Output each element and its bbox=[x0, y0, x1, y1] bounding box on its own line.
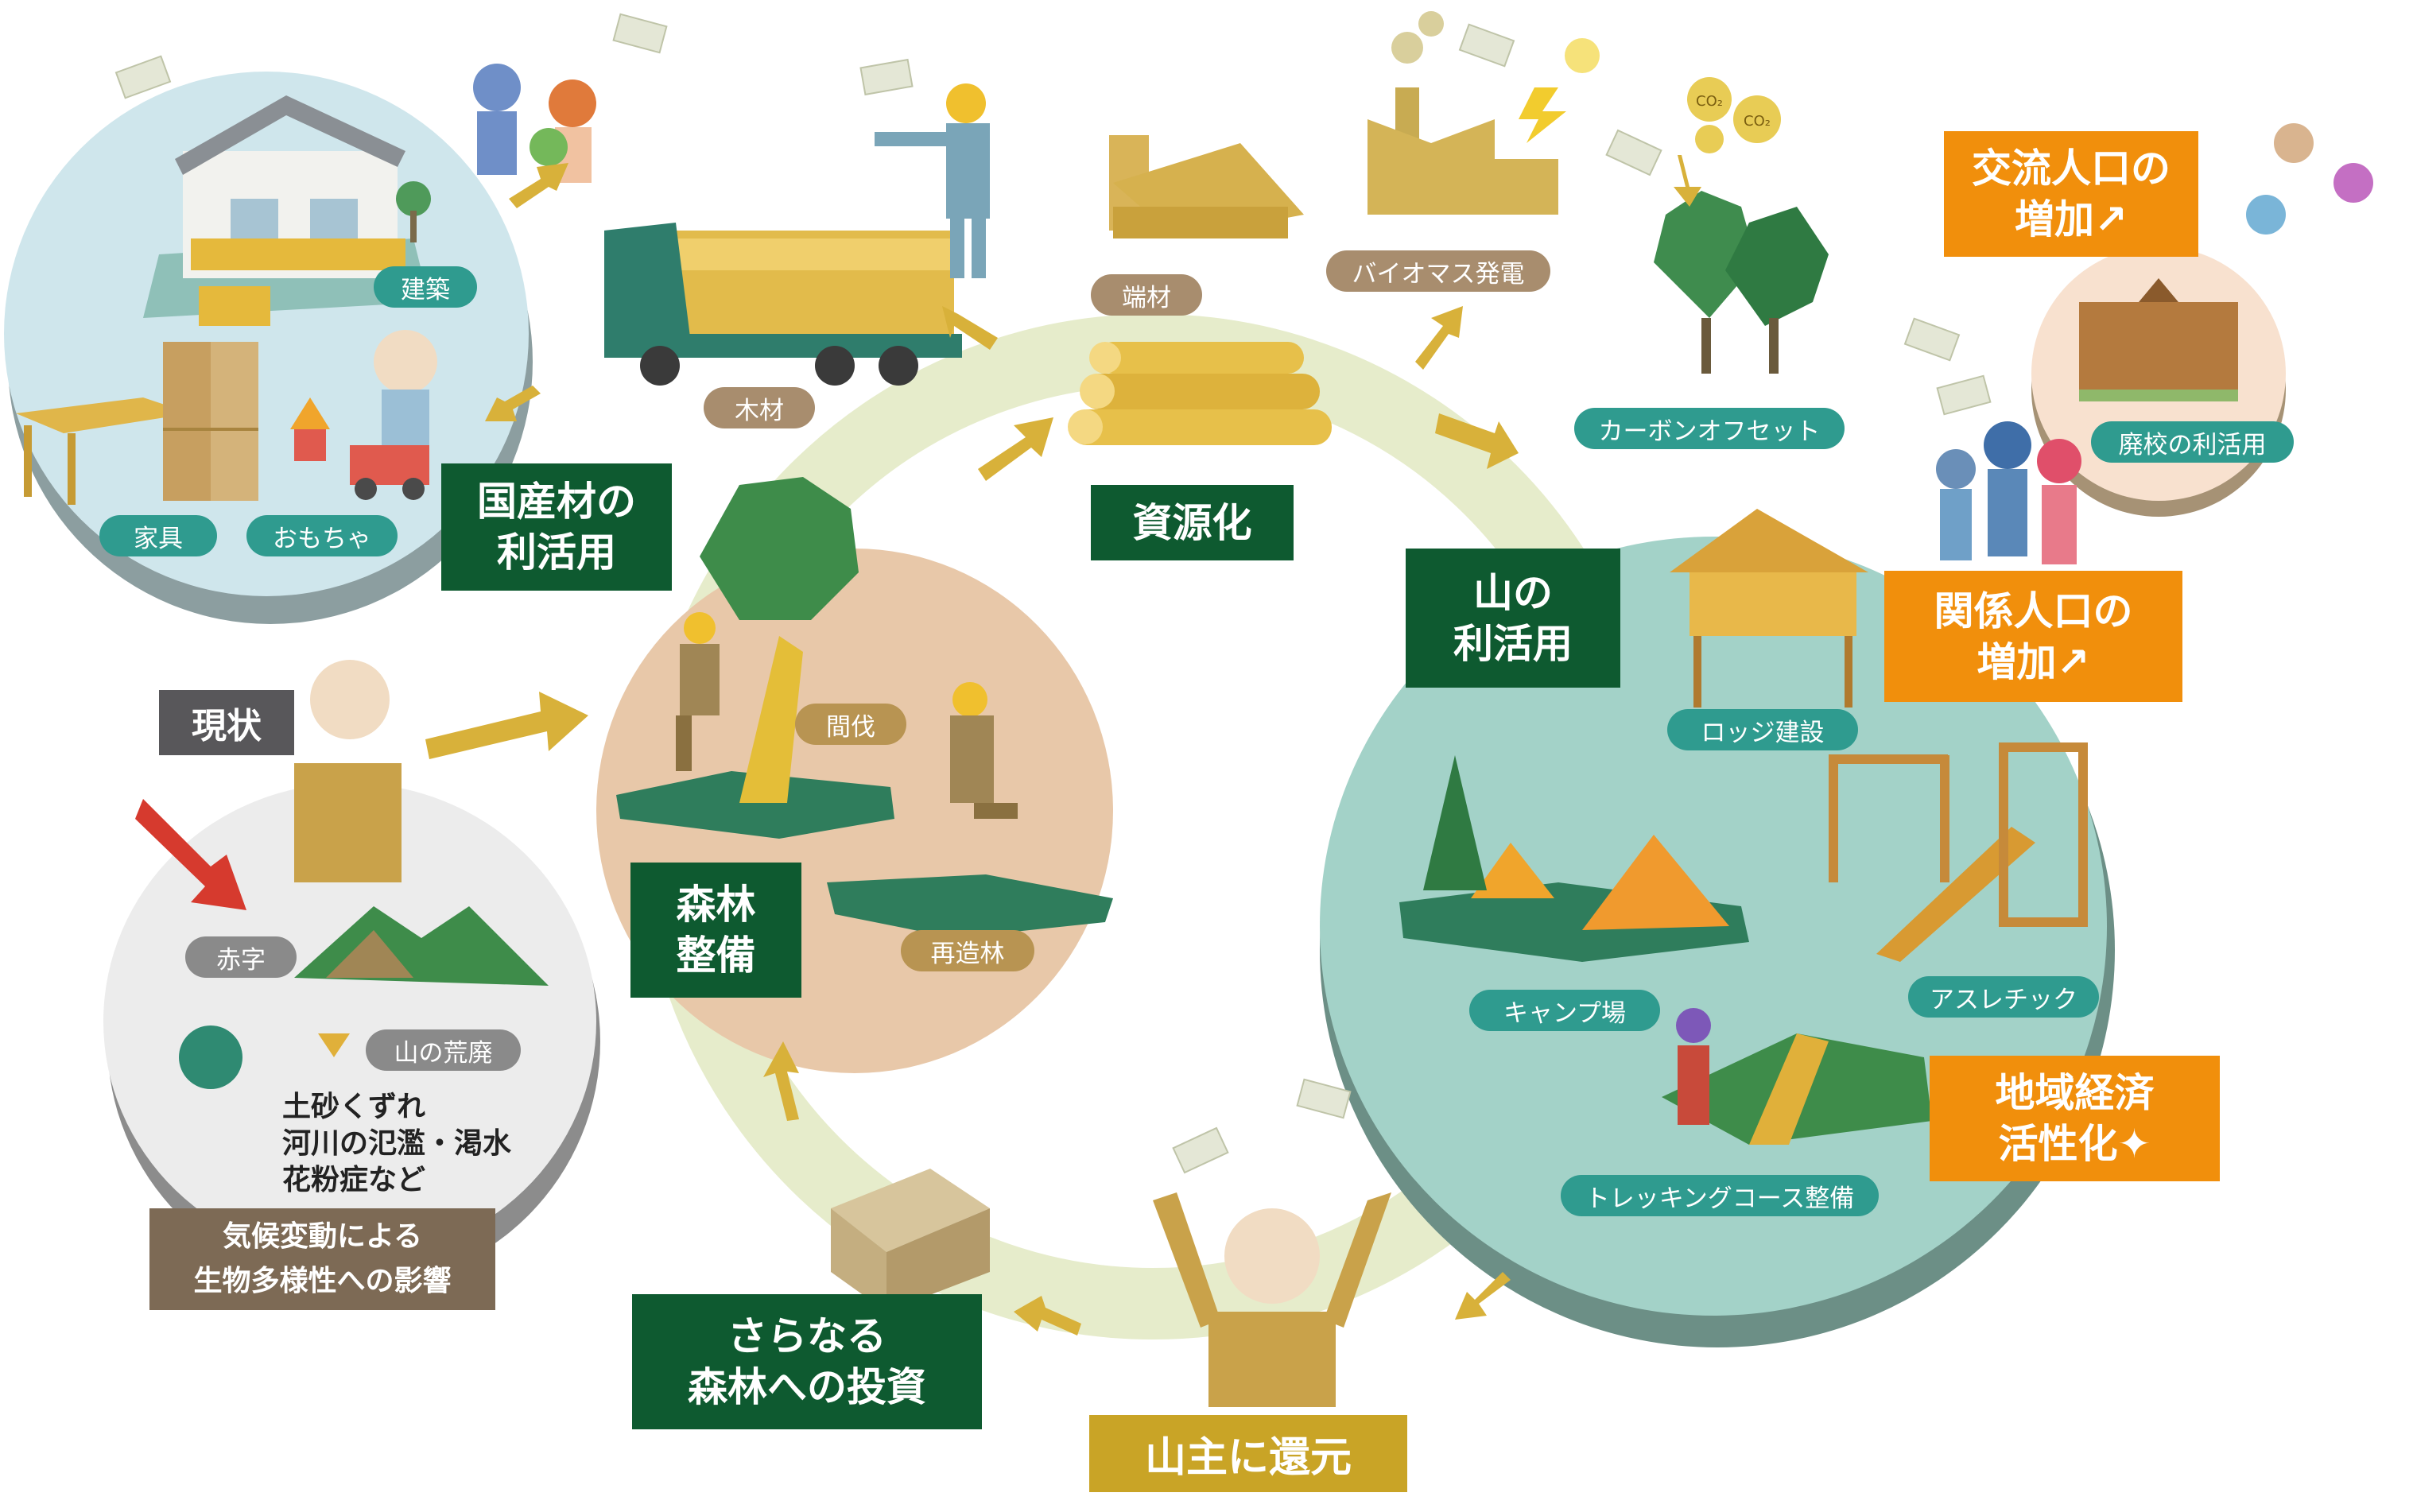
impact-flood-drought: 河川の氾濫・渇水 bbox=[282, 1127, 512, 1160]
exchange-population-box: 交流人口の 増加↗ bbox=[1944, 131, 2198, 257]
biomass-label: バイオマス発電 bbox=[1326, 250, 1550, 292]
truck-illustration bbox=[604, 223, 962, 386]
money-bills bbox=[114, 13, 1992, 1174]
outdoor-circle bbox=[1320, 509, 2115, 1347]
worried-owner-illustration bbox=[294, 660, 402, 882]
flow-arrows bbox=[425, 155, 1701, 1336]
thinning-label: 間伐 bbox=[795, 704, 906, 745]
toys-label: おもちゃ bbox=[246, 515, 398, 556]
return-to-owner-box: 山主に還元 bbox=[1089, 1415, 1407, 1492]
carbon-offset-label: カーボンオフセット bbox=[1574, 408, 1845, 449]
architecture-label: 建築 bbox=[374, 266, 477, 308]
house-illustration bbox=[143, 95, 431, 326]
impact-landslide: 土砂くずれ bbox=[282, 1091, 426, 1123]
visitors-illustration bbox=[1936, 421, 2081, 564]
money-stack-illustration bbox=[831, 1169, 990, 1312]
current-state-circle bbox=[103, 783, 600, 1288]
trekking-label: トレッキングコース整備 bbox=[1561, 1175, 1879, 1216]
factory-illustration bbox=[1367, 11, 1600, 215]
campsite-label: キャンプ場 bbox=[1469, 990, 1660, 1031]
cabinet-illustration bbox=[163, 342, 258, 501]
forest-maintenance-box: 森林 整備 bbox=[630, 863, 801, 998]
usage-circle bbox=[4, 72, 533, 624]
mountain-devastation-label: 山の荒廃 bbox=[366, 1029, 521, 1071]
furniture-label: 家具 bbox=[99, 515, 217, 556]
lumber-illustration bbox=[1109, 135, 1304, 238]
domestic-timber-box: 国産材の 利活用 bbox=[441, 463, 672, 591]
logs-illustration bbox=[1068, 342, 1332, 445]
current-state-box: 現状 bbox=[159, 690, 294, 755]
school-reuse-label: 廃校の利活用 bbox=[2091, 421, 2294, 463]
family-illustration bbox=[473, 64, 596, 183]
co2-icon: CO₂ bbox=[1744, 113, 1771, 130]
regional-economy-box: 地域経済 活性化✦ bbox=[1930, 1056, 2220, 1181]
lodge-label: ロッジ建設 bbox=[1667, 709, 1858, 750]
faces-illustration bbox=[2246, 123, 2373, 235]
co2-icon: CO₂ bbox=[1696, 93, 1723, 110]
reforestation-label: 再造林 bbox=[901, 930, 1034, 971]
happy-owner-illustration bbox=[1153, 1192, 1391, 1407]
mountain-use-box: 山の 利活用 bbox=[1406, 549, 1620, 688]
deficit-label: 赤字 bbox=[185, 936, 297, 978]
worker-pointing-illustration bbox=[875, 83, 990, 278]
timber-label: 木材 bbox=[704, 387, 815, 428]
impact-pollen: 花粉症など bbox=[282, 1164, 426, 1196]
carbon-illustration: CO₂ CO₂ bbox=[1654, 77, 1829, 374]
offcut-label: 端材 bbox=[1091, 274, 1202, 316]
athletic-label: アスレチック bbox=[1908, 976, 2099, 1018]
related-population-box: 関係人口の 増加↗ bbox=[1884, 571, 2182, 702]
toys-illustration bbox=[290, 330, 437, 500]
further-investment-box: さらなる 森林への投資 bbox=[632, 1294, 982, 1429]
climate-impact-box: 気候変動による 生物多様性への影響 bbox=[149, 1208, 495, 1310]
resource-box: 資源化 bbox=[1091, 485, 1294, 560]
